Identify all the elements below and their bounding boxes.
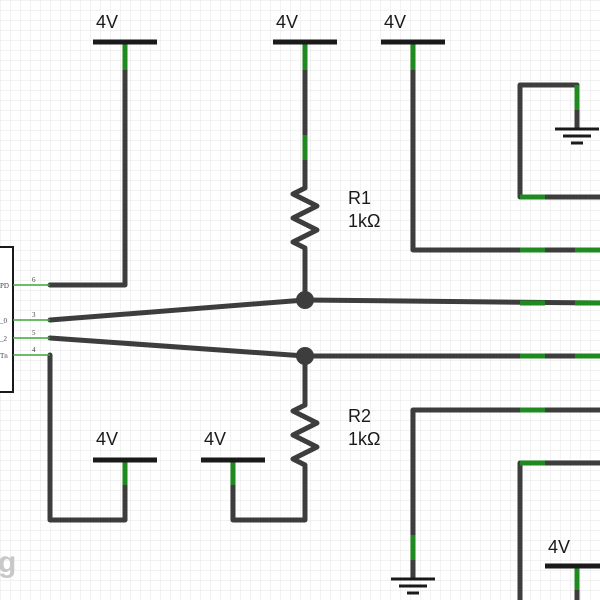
ic-component-left[interactable]: PD _0 _2 Tn	[0, 246, 14, 393]
supply-label: 4V	[384, 12, 406, 32]
supply-4v-6[interactable]: 4V	[545, 537, 600, 569]
wire-pin3-to-junction[interactable]	[47, 297, 308, 323]
watermark-logo: g	[0, 546, 16, 579]
supply-label: 4V	[96, 429, 118, 449]
supply-4v-2[interactable]: 4V	[273, 12, 337, 45]
pin-number: 5	[32, 329, 36, 337]
pin-numbers: 6 3 5 4	[32, 276, 36, 354]
resistor-r1[interactable]: R1 1kΩ	[290, 160, 380, 251]
r2-value-label: 1kΩ	[348, 429, 380, 449]
supply-label: 4V	[276, 12, 298, 32]
pin-number: 4	[32, 346, 36, 354]
ground-symbol-top-right[interactable]	[555, 127, 599, 145]
supply-label: 4V	[548, 537, 570, 557]
pin-label: PD	[0, 282, 9, 290]
r1-ref-label: R1	[348, 188, 371, 208]
r1-value-label: 1kΩ	[348, 211, 380, 231]
supply-label: 4V	[204, 429, 226, 449]
pin-label: Tn	[0, 352, 8, 360]
junction-node-1[interactable]	[296, 291, 314, 309]
wire-top-right-loop[interactable]	[517, 82, 600, 200]
wire-pin5-to-junction[interactable]	[47, 335, 308, 359]
pin-label: _2	[0, 335, 8, 343]
wire-pd-to-4v[interactable]	[47, 39, 128, 288]
resistor-r2[interactable]: R2 1kΩ	[290, 402, 380, 468]
supply-4v-1[interactable]: 4V	[93, 12, 157, 45]
wire-pin4-to-4v[interactable]	[47, 352, 128, 523]
pin-number: 3	[32, 311, 36, 319]
ground-symbol-bottom[interactable]	[391, 577, 435, 595]
supply-4v-4[interactable]: 4V	[93, 429, 157, 463]
junction-node-2[interactable]	[296, 347, 314, 365]
wire-r2-to-4v[interactable]	[230, 457, 308, 523]
supply-label: 4V	[96, 12, 118, 32]
pin-endpoints	[122, 42, 600, 590]
supply-4v-5[interactable]: 4V	[201, 429, 265, 463]
pin-number: 6	[32, 276, 36, 284]
ic-pin-leads	[13, 284, 50, 356]
r2-ref-label: R2	[348, 406, 371, 426]
pin-label: _0	[0, 317, 8, 325]
supply-4v-3[interactable]: 4V	[381, 12, 445, 45]
wire-junction-to-right[interactable]	[302, 297, 600, 306]
